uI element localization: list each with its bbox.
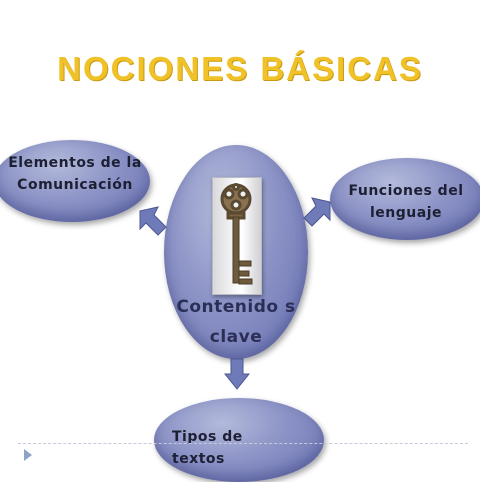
node-label-contenidos: Contenido s clave <box>176 297 296 347</box>
node-label-funciones: Funciones del lenguaje <box>348 183 464 221</box>
node-label-elementos: Elementos de la Comunicación <box>8 155 142 193</box>
node-elementos-comunicacion <box>0 140 150 222</box>
arrow-down-icon <box>224 358 250 390</box>
slide-title: NOCIONES BÁSICAS <box>57 50 423 87</box>
arrow-right-up-icon <box>303 197 331 227</box>
triangle-right-icon <box>24 449 32 461</box>
node-tipos-textos <box>154 398 324 482</box>
footer-divider <box>18 443 468 444</box>
antique-key-icon <box>220 183 253 285</box>
arrow-left-up-icon <box>139 206 167 236</box>
node-label-tipos: Tipos de textos <box>172 429 243 467</box>
node-funciones-lenguaje <box>330 158 480 240</box>
